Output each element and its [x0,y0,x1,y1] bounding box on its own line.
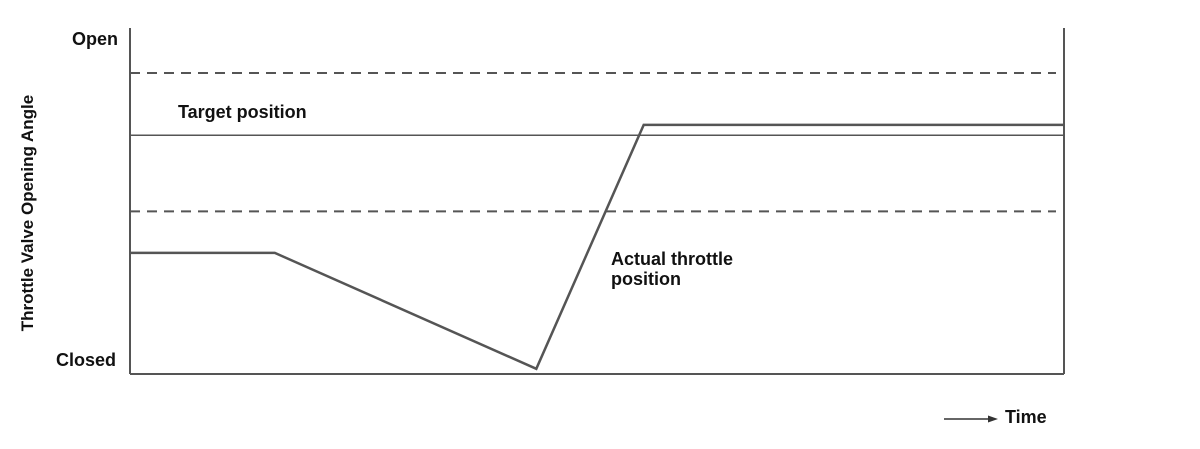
actual-throttle-position-line [130,123,1064,371]
actual-position-label-line2: position [611,269,681,289]
time-arrow [944,415,998,423]
y-axis-label: Throttle Valve Opening Angle [18,95,37,331]
actual-position-label: Actual throttle position [611,249,738,289]
reference-lines [130,71,1056,213]
actual-position-label-line1: Actual throttle [611,249,733,269]
time-arrow-head [988,415,998,423]
y-tick-closed: Closed [56,350,116,370]
target-position-label: Target position [178,102,307,122]
x-axis-label: Time [1005,407,1047,427]
series-lines [130,123,1064,371]
y-tick-open: Open [72,29,118,49]
chart-axes [129,28,1065,375]
